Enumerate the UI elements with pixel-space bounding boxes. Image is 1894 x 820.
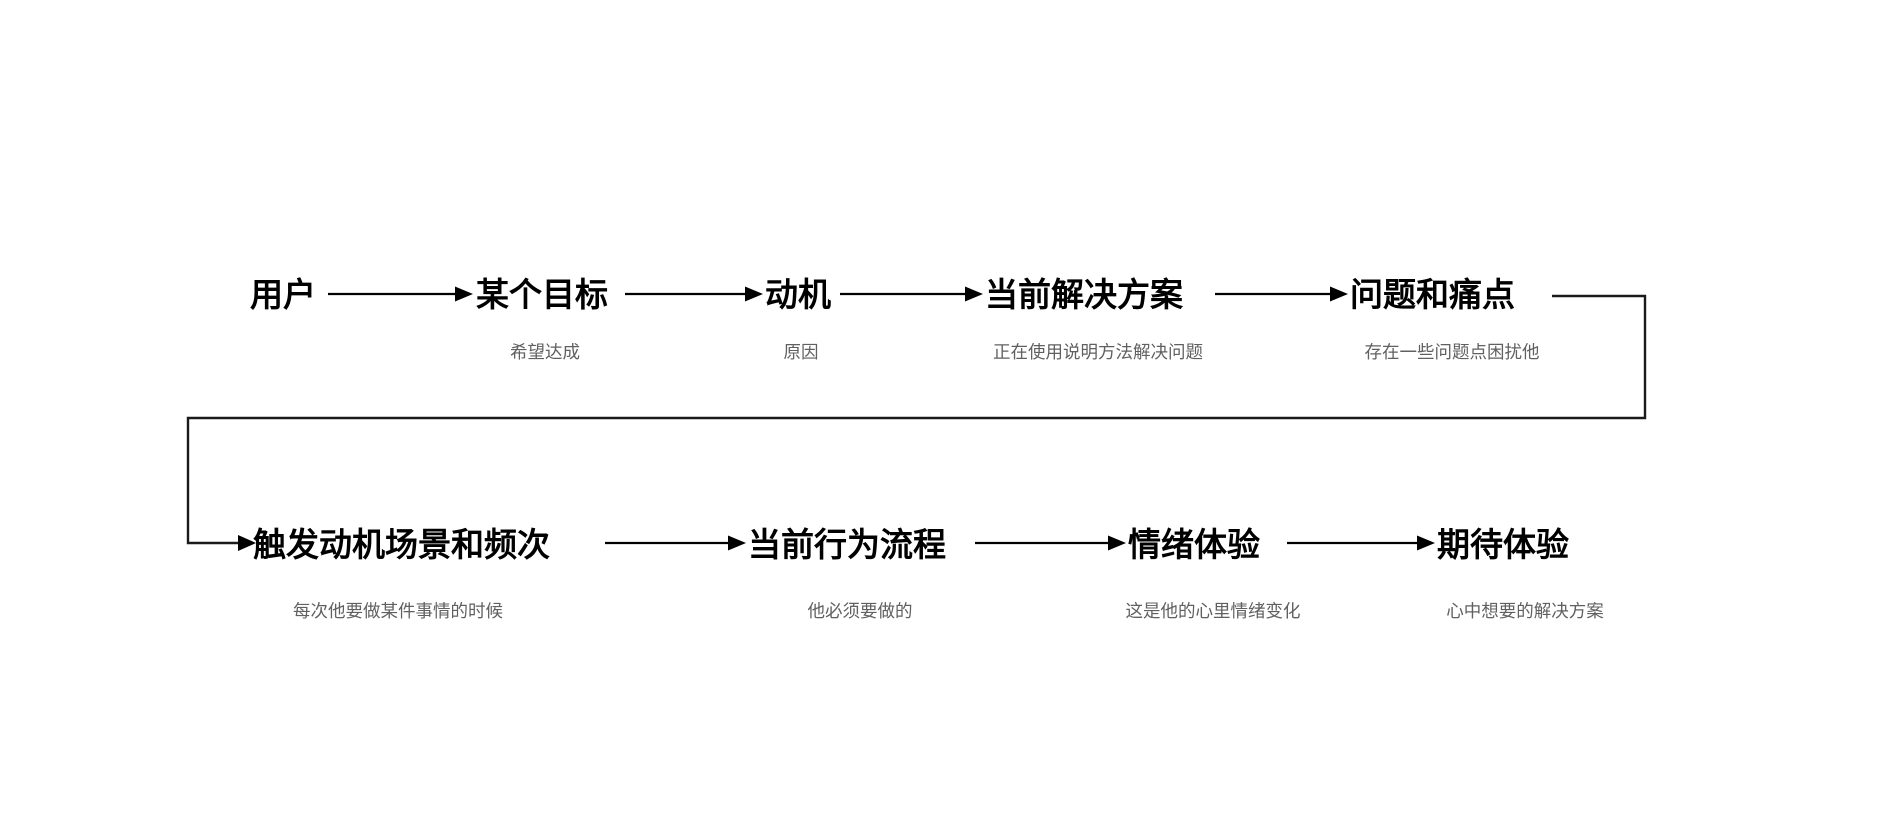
node-subtitle-expectation: 心中想要的解决方案 xyxy=(1446,601,1604,621)
node-title-current-solution: 当前解决方案 xyxy=(985,276,1184,313)
node-subtitle-motivation: 原因 xyxy=(784,342,819,362)
node-title-pain-points: 问题和痛点 xyxy=(1350,276,1515,313)
wrap-connector-pain-points-to-trigger-scene xyxy=(186,294,1647,551)
node-title-trigger-scene: 触发动机场景和频次 xyxy=(253,526,550,563)
arrow-trigger-scene-to-current-behaviour xyxy=(605,535,746,551)
node-title-emotion: 情绪体验 xyxy=(1128,526,1260,563)
arrow-goal-to-motivation xyxy=(625,286,763,302)
arrow-emotion-to-expectation xyxy=(1287,535,1435,551)
arrow-motivation-to-current-solution xyxy=(840,286,983,302)
node-subtitle-current-behaviour: 他必须要做的 xyxy=(808,601,913,621)
node-title-user: 用户 xyxy=(250,276,316,313)
node-title-current-behaviour: 当前行为流程 xyxy=(748,526,946,563)
node-subtitle-pain-points: 存在一些问题点困扰他 xyxy=(1365,342,1540,362)
node-subtitle-emotion: 这是他的心里情绪变化 xyxy=(1126,601,1301,621)
arrow-current-solution-to-pain-points xyxy=(1215,286,1348,302)
node-title-goal: 某个目标 xyxy=(476,276,608,313)
arrow-user-to-goal xyxy=(328,286,473,302)
node-subtitle-trigger-scene: 每次他要做某件事情的时候 xyxy=(293,601,503,621)
node-subtitle-goal: 希望达成 xyxy=(510,342,580,362)
arrow-current-behaviour-to-emotion xyxy=(975,535,1126,551)
node-subtitle-current-solution: 正在使用说明方法解决问题 xyxy=(993,342,1203,362)
node-title-motivation: 动机 xyxy=(765,276,831,313)
node-title-expectation: 期待体验 xyxy=(1437,526,1569,563)
